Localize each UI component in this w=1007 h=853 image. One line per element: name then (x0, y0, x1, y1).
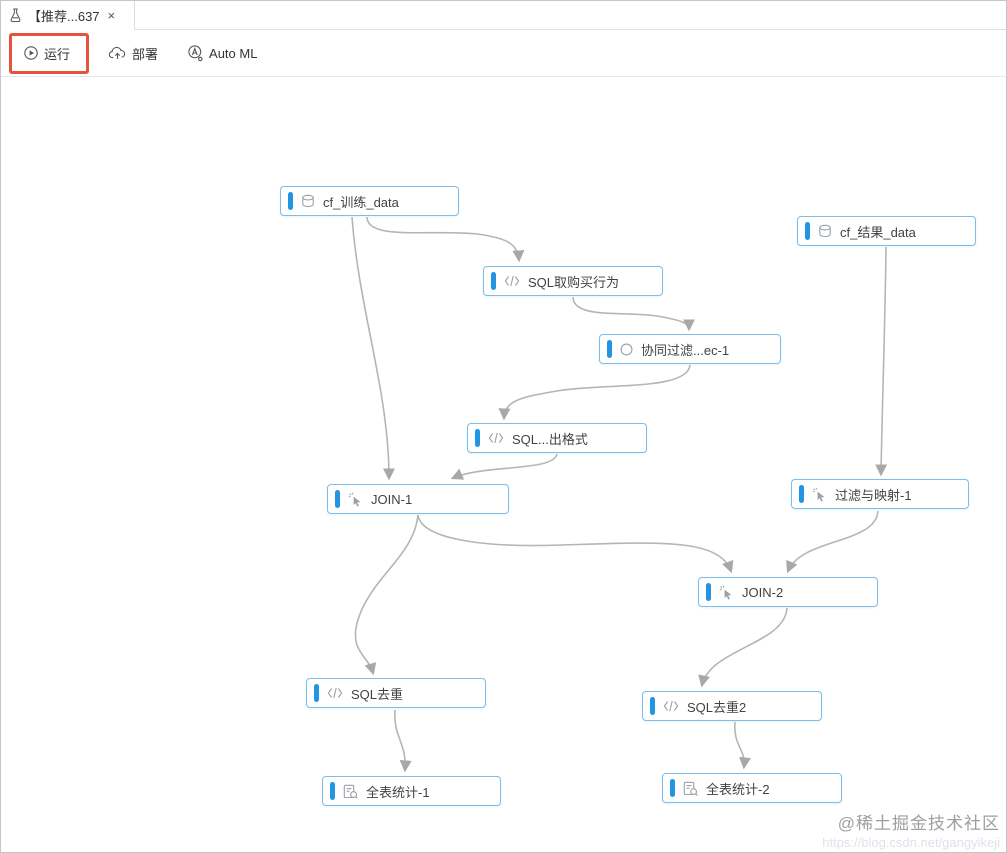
node-status-bar (314, 684, 319, 702)
deploy-button[interactable]: 部署 (103, 39, 164, 68)
node-stats-1[interactable]: 全表统计-1 (322, 776, 501, 806)
stats-icon (343, 784, 358, 799)
node-status-bar (330, 782, 335, 800)
workflow-canvas[interactable] (1, 78, 1006, 852)
automl-button[interactable]: Auto ML (182, 40, 263, 67)
node-label: 全表统计-1 (366, 784, 430, 800)
code-icon (504, 275, 520, 287)
node-status-bar (805, 222, 810, 240)
node-label: SQL去重2 (687, 699, 747, 715)
flask-icon (9, 7, 22, 23)
run-button[interactable]: 运行 (18, 39, 76, 68)
run-label: 运行 (44, 46, 71, 62)
node-sql-purchase[interactable]: SQL取购买行为 (483, 266, 663, 296)
node-status-bar (491, 272, 496, 290)
node-cf-train-data[interactable]: cf_训练_data (280, 186, 459, 216)
tab-bar: 【推荐...637 × (1, 1, 1006, 30)
node-sql-dedup[interactable]: SQL去重 (306, 678, 486, 708)
cursor-icon (719, 585, 734, 600)
node-status-bar (650, 697, 655, 715)
node-label: JOIN-1 (371, 491, 413, 507)
code-icon (663, 700, 679, 712)
node-status-bar (475, 429, 480, 447)
node-status-bar (670, 779, 675, 797)
cloud-upload-icon (109, 46, 126, 60)
node-collab-filter[interactable]: 协同过滤...ec-1 (599, 334, 781, 364)
node-label: cf_结果_data (840, 224, 916, 240)
automl-icon (188, 44, 203, 62)
node-label: SQL去重 (351, 686, 404, 702)
node-label: SQL...出格式 (512, 431, 588, 447)
node-label: SQL取购买行为 (528, 274, 620, 290)
node-sql-dedup2[interactable]: SQL去重2 (642, 691, 822, 721)
database-icon (301, 194, 315, 208)
node-cf-result-data[interactable]: cf_结果_data (797, 216, 976, 246)
automl-label: Auto ML (209, 45, 258, 61)
node-status-bar (799, 485, 804, 503)
node-label: JOIN-2 (742, 584, 784, 600)
run-highlight-box: 运行 (9, 32, 90, 74)
node-filter-map[interactable]: 过滤与映射-1 (791, 479, 969, 509)
node-status-bar (335, 490, 340, 508)
node-label: cf_训练_data (323, 194, 399, 210)
code-icon (327, 687, 343, 699)
cursor-icon (812, 487, 827, 502)
node-join-2[interactable]: JOIN-2 (698, 577, 878, 607)
node-label: 协同过滤...ec-1 (641, 342, 730, 358)
node-stats-2[interactable]: 全表统计-2 (662, 773, 842, 803)
toolbar: 运行 部署 Auto ML (1, 30, 1006, 77)
node-sql-format[interactable]: SQL...出格式 (467, 423, 647, 453)
cursor-icon (348, 492, 363, 507)
node-status-bar (607, 340, 612, 358)
play-circle-icon (24, 46, 38, 60)
workflow-tab[interactable]: 【推荐...637 × (1, 1, 135, 30)
close-icon[interactable]: × (107, 7, 116, 23)
code-icon (488, 432, 504, 444)
node-status-bar (706, 583, 711, 601)
node-label: 全表统计-2 (706, 781, 770, 797)
node-join-1[interactable]: JOIN-1 (327, 484, 509, 514)
stats-icon (683, 781, 698, 796)
tab-title: 【推荐...637 (28, 8, 100, 24)
node-status-bar (288, 192, 293, 210)
database-icon (818, 224, 832, 238)
deploy-label: 部署 (132, 46, 159, 62)
circle-icon (620, 343, 633, 356)
node-label: 过滤与映射-1 (835, 487, 912, 503)
